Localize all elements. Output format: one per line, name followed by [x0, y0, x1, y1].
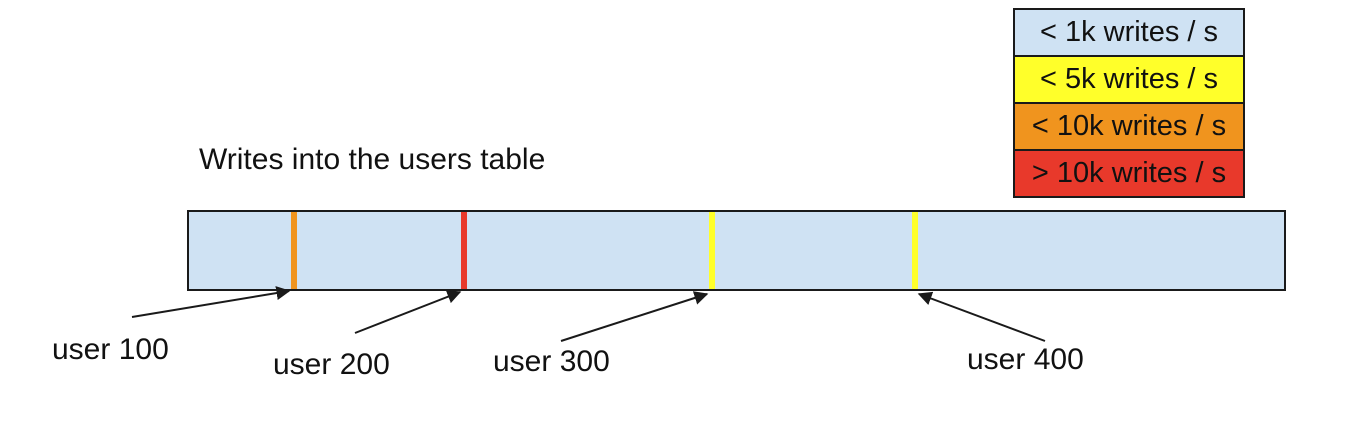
arrow-user-300 — [560, 291, 709, 342]
legend-item-label: < 10k writes / s — [1031, 110, 1227, 142]
legend-item-label: < 1k writes / s — [1039, 16, 1219, 48]
legend-item-lt-5k: < 5k writes / s — [1013, 55, 1245, 104]
bar-stripe-user-400 — [912, 212, 918, 289]
label-user-200: user 200 — [273, 348, 390, 381]
legend-item-label: > 10k writes / s — [1031, 157, 1227, 189]
legend-item-gt-10k: > 10k writes / s — [1013, 149, 1245, 198]
bar-stripe-user-200 — [461, 212, 467, 289]
arrow-user-200 — [354, 290, 462, 334]
legend-item-lt-1k: < 1k writes / s — [1013, 8, 1245, 57]
label-user-400: user 400 — [967, 343, 1084, 376]
arrow-user-100 — [131, 286, 291, 318]
legend: < 1k writes / s < 5k writes / s < 10k wr… — [1013, 8, 1245, 198]
legend-item-lt-10k: < 10k writes / s — [1013, 102, 1245, 151]
label-user-100: user 100 — [52, 333, 169, 366]
bar-stripe-user-100 — [291, 212, 297, 289]
legend-item-label: < 5k writes / s — [1039, 63, 1219, 95]
arrow-user-400 — [917, 291, 1046, 342]
users-table-bar — [187, 210, 1286, 291]
label-user-300: user 300 — [493, 345, 610, 378]
diagram-title: Writes into the users table — [199, 143, 546, 176]
bar-stripe-user-300 — [709, 212, 715, 289]
